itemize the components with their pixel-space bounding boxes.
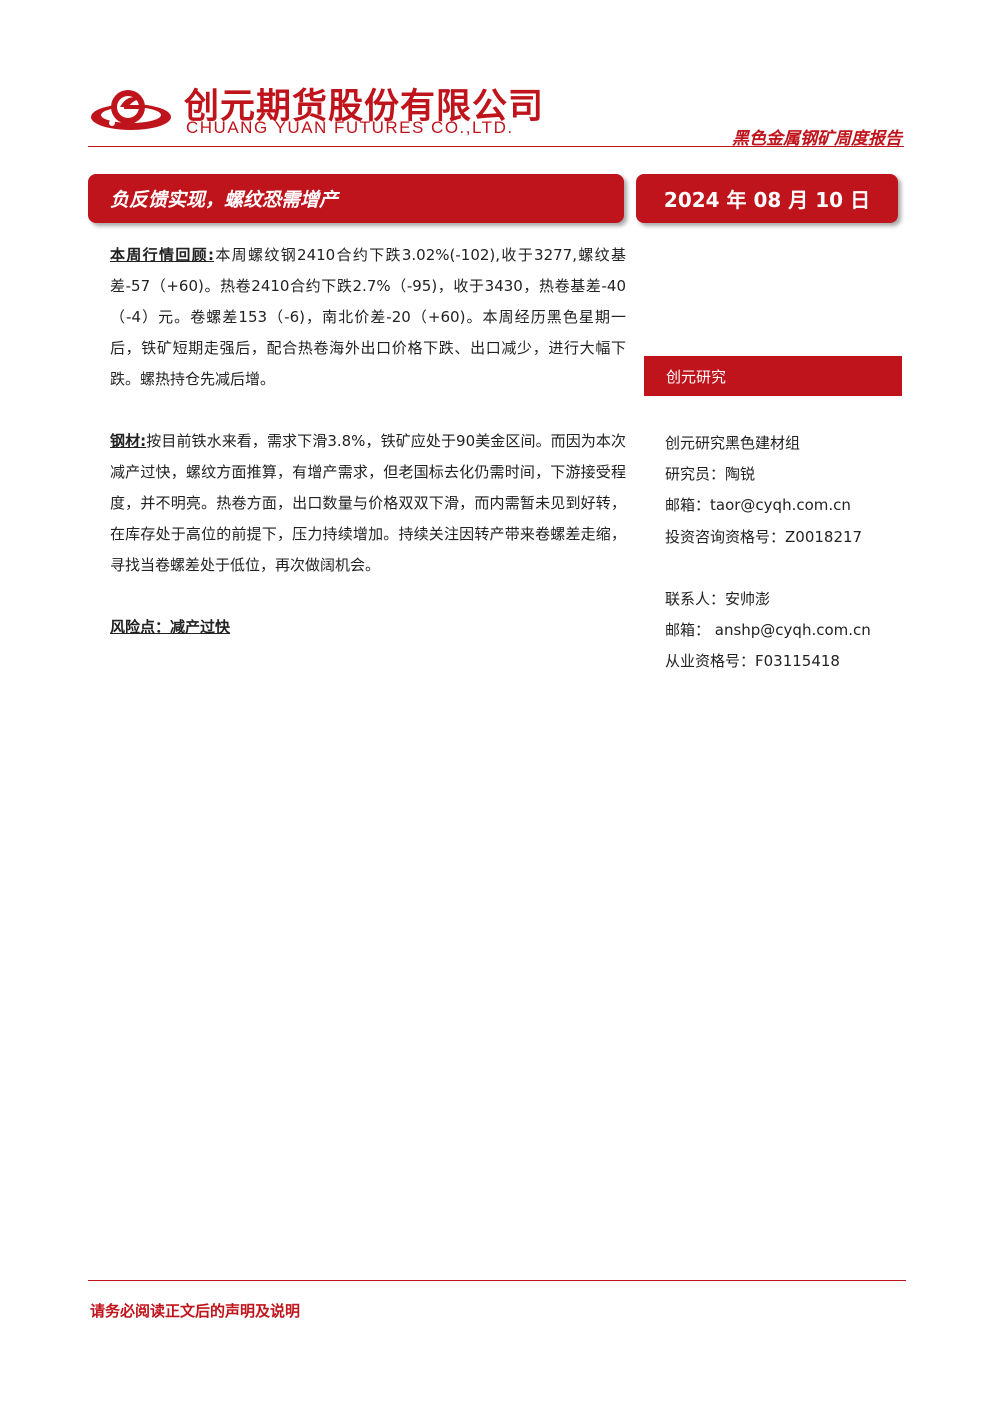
weekly-review-paragraph: 本周行情回顾:本周螺纹钢2410合约下跌3.02%(-102),收于3277,螺… bbox=[110, 240, 626, 395]
sidebar-spacer bbox=[665, 553, 871, 584]
report-title: 负反馈实现，螺纹恐需增产 bbox=[110, 189, 339, 211]
company-logo-icon bbox=[90, 85, 172, 135]
footer-divider bbox=[88, 1280, 906, 1281]
header-divider bbox=[88, 146, 904, 147]
sidebar-heading-banner: 创元研究 bbox=[644, 356, 902, 396]
weekly-review-text: 本周螺纹钢2410合约下跌3.02%(-102),收于3277,螺纹基差-57（… bbox=[110, 246, 626, 388]
company-name-en: CHUANG YUAN FUTURES CO.,LTD. bbox=[186, 118, 514, 137]
researcher-name: 研究员：陶锐 bbox=[665, 465, 756, 484]
report-date: 2024 年 08 月 10 日 bbox=[663, 188, 871, 212]
footer-disclaimer-note: 请务必阅读正文后的声明及说明 bbox=[90, 1302, 301, 1320]
research-group: 创元研究黑色建材组 bbox=[665, 434, 801, 452]
risk-label: 风险点：减产过快 bbox=[110, 618, 231, 636]
report-date-banner: 2024 年 08 月 10 日 bbox=[636, 174, 898, 223]
contact-name: 联系人：安帅澎 bbox=[665, 589, 771, 608]
company-name-cn: 创元期货股份有限公司 bbox=[184, 87, 545, 127]
report-title-banner: 负反馈实现，螺纹恐需增产 bbox=[88, 174, 624, 223]
researcher-email: 邮箱：taor@cyqh.com.cn bbox=[665, 496, 851, 515]
steel-text: 按目前铁水来看，需求下滑3.8%，铁矿应处于90美金区间。而因为本次减产过快，螺… bbox=[110, 432, 627, 574]
sidebar-heading: 创元研究 bbox=[666, 367, 727, 386]
steel-label: 钢材: bbox=[110, 432, 147, 450]
report-type: 黑色金属钢矿周度报告 bbox=[732, 129, 902, 149]
sidebar-info: 创元研究黑色建材组 研究员：陶锐 邮箱：taor@cyqh.com.cn 投资咨… bbox=[665, 428, 871, 677]
contact-email: 邮箱： anshp@cyqh.com.cn bbox=[665, 621, 871, 640]
contact-license: 从业资格号：F03115418 bbox=[665, 652, 840, 671]
researcher-license: 投资咨询资格号：Z0018217 bbox=[665, 527, 863, 546]
weekly-review-label: 本周行情回顾: bbox=[110, 246, 215, 264]
main-content: 本周行情回顾:本周螺纹钢2410合约下跌3.02%(-102),收于3277,螺… bbox=[110, 240, 626, 643]
steel-paragraph: 钢材:按目前铁水来看，需求下滑3.8%，铁矿应处于90美金区间。而因为本次减产过… bbox=[110, 426, 626, 581]
risk-paragraph: 风险点：减产过快 bbox=[110, 612, 626, 643]
